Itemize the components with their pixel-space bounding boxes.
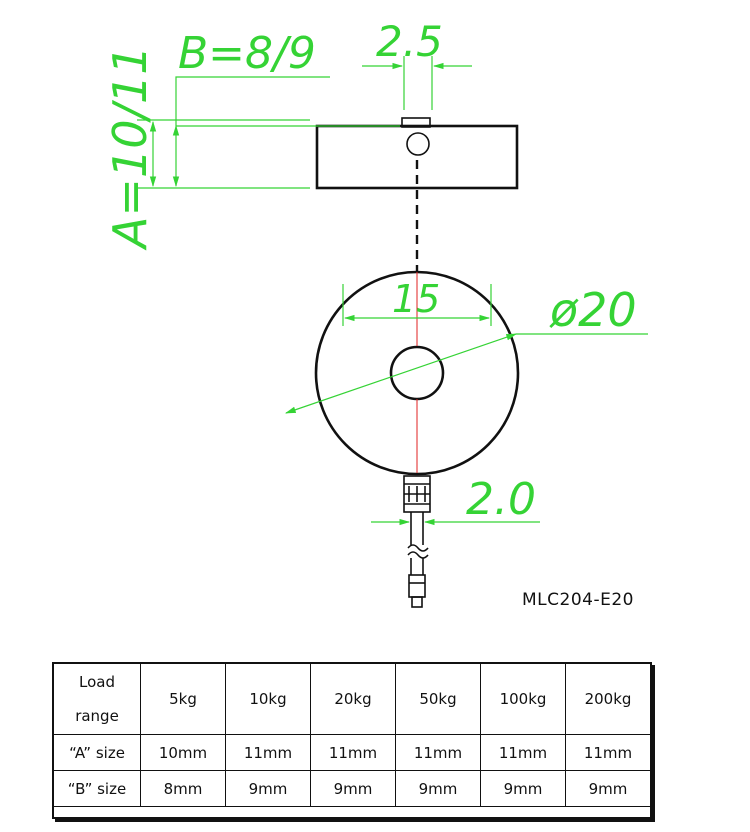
load-range-cell: 20kg bbox=[310, 662, 396, 735]
dimension-b: B=8/9 bbox=[175, 28, 400, 127]
dim-b-label: B=8/9 bbox=[178, 28, 316, 79]
table-row-load-range: Load range 5kg 10kg 20kg 50kg 100kg 200k… bbox=[52, 662, 652, 735]
a-size-cell: 11mm bbox=[395, 734, 481, 771]
technical-drawing: A=10/11 B=8/9 2.5 15 ø20 bbox=[103, 17, 648, 608]
b-size-cell: 9mm bbox=[480, 770, 566, 807]
a-size-cell: 10mm bbox=[140, 734, 226, 771]
cable-break bbox=[407, 544, 429, 552]
load-range-cell: 100kg bbox=[480, 662, 566, 735]
dim-cable-label: 2.0 bbox=[466, 474, 536, 525]
model-number: MLC204-E20 bbox=[522, 590, 634, 610]
load-range-cell: 10kg bbox=[225, 662, 311, 735]
table-row-a-size: “A” size 10mm 11mm 11mm 11mm 11mm 11mm bbox=[52, 734, 652, 771]
table-row-spacer bbox=[52, 806, 652, 819]
dim-outer-label: ø20 bbox=[549, 283, 637, 337]
load-range-cell: 50kg bbox=[395, 662, 481, 735]
b-size-cell: 9mm bbox=[395, 770, 481, 807]
table-row-b-size: “B” size 8mm 9mm 9mm 9mm 9mm 9mm bbox=[52, 770, 652, 807]
b-size-cell: 8mm bbox=[140, 770, 226, 807]
dimension-cable: 2.0 bbox=[371, 474, 540, 526]
connector bbox=[408, 574, 426, 598]
a-size-cell: 11mm bbox=[480, 734, 566, 771]
load-range-cell: 5kg bbox=[140, 662, 226, 735]
row-header-a-size: “A” size bbox=[52, 734, 141, 771]
dimension-slot: 2.5 bbox=[362, 17, 472, 110]
a-size-cell: 11mm bbox=[565, 734, 652, 771]
dimension-inner: 15 bbox=[342, 277, 492, 326]
a-size-cell: 11mm bbox=[310, 734, 396, 771]
row-header-top: Load bbox=[79, 673, 115, 691]
b-size-cell: 9mm bbox=[565, 770, 652, 807]
slot-tab bbox=[401, 117, 431, 128]
row-header-b-size: “B” size bbox=[52, 770, 141, 807]
side-hole bbox=[406, 132, 430, 156]
cable-assembly bbox=[403, 475, 431, 608]
row-header-bottom: range bbox=[75, 707, 119, 725]
dimension-a: A=10/11 bbox=[103, 45, 310, 251]
inner-hole bbox=[389, 345, 445, 401]
b-size-cell: 9mm bbox=[310, 770, 396, 807]
dim-inner-label: 15 bbox=[392, 277, 440, 321]
b-size-cell: 9mm bbox=[225, 770, 311, 807]
side-view-body bbox=[315, 124, 519, 190]
side-view bbox=[315, 117, 519, 272]
dim-slot-label: 2.5 bbox=[376, 17, 443, 66]
dimension-outer: ø20 bbox=[284, 283, 648, 414]
a-size-cell: 11mm bbox=[225, 734, 311, 771]
dim-a-label: A=10/11 bbox=[103, 45, 157, 251]
spec-table: Load range 5kg 10kg 20kg 50kg 100kg 200k… bbox=[52, 662, 652, 819]
table-spacer-cell bbox=[52, 806, 652, 819]
row-header-load-range: Load range bbox=[52, 662, 141, 735]
load-range-cell: 200kg bbox=[565, 662, 652, 735]
